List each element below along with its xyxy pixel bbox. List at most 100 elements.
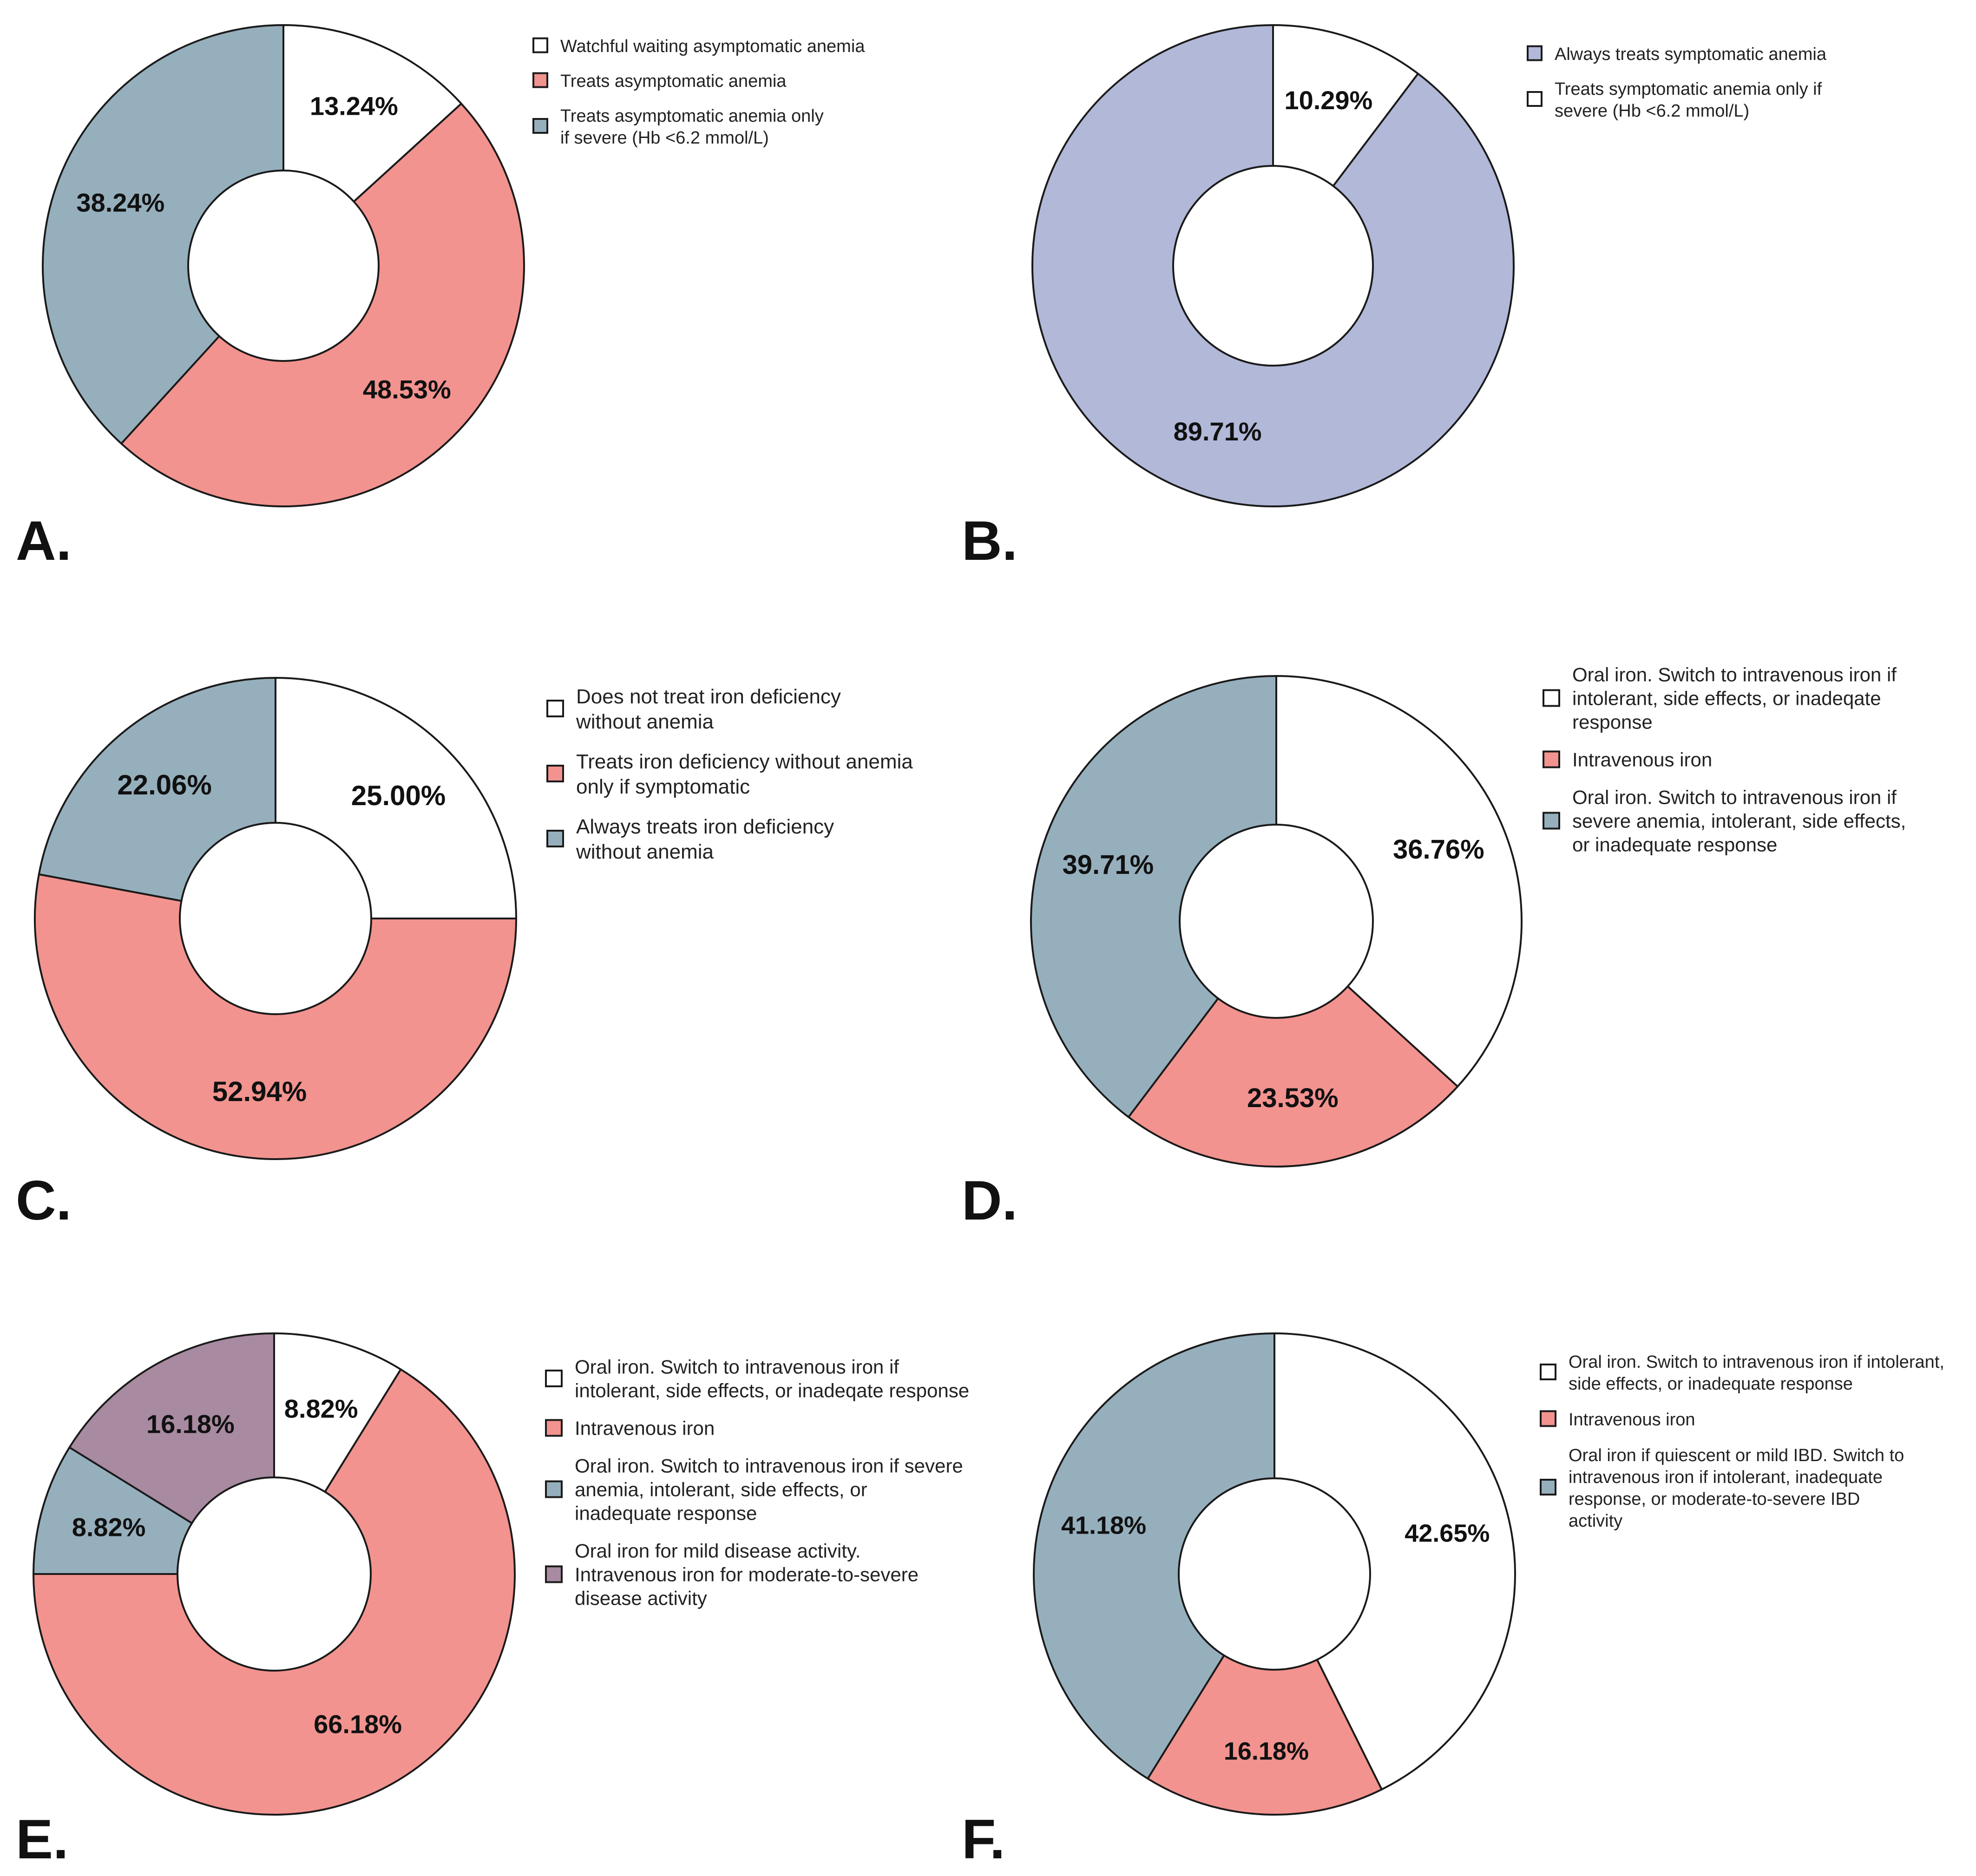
legend-swatch — [546, 700, 564, 717]
legend-swatch — [545, 1565, 563, 1583]
slice-value-label: 41.18% — [1061, 1512, 1146, 1540]
legend: Oral iron. Switch to intravenous iron if… — [545, 1356, 969, 1609]
legend-swatch — [545, 1370, 563, 1387]
chart-panel-5: 8.82%66.18%8.82%16.18%Oral iron. Switch … — [16, 1332, 969, 1870]
legend-label: Oral iron. Switch to intravenous iron if — [1572, 664, 1897, 686]
panel-letter: F. — [962, 1808, 1005, 1870]
pie-slice — [1147, 1573, 1383, 1816]
legend-swatch — [532, 72, 548, 88]
legend-swatch — [1540, 1364, 1556, 1380]
pie-slice — [1033, 1332, 1275, 1780]
legend-label: Oral iron. Switch to intravenous iron if… — [575, 1455, 963, 1477]
slice-value-label: 38.24% — [76, 188, 164, 217]
legend-label: Oral iron. Switch to intravenous iron if… — [1569, 1352, 1944, 1372]
slice-value-label: 25.00% — [351, 780, 446, 811]
legend-swatch — [1540, 1410, 1556, 1427]
pie-slice — [34, 873, 517, 1160]
legend-label: Intravenous iron for moderate-to-severe — [575, 1564, 919, 1586]
donut-hole — [187, 170, 380, 362]
legend-label: Intravenous iron — [1569, 1410, 1695, 1430]
legend-label: Oral iron for mild disease activity. — [575, 1540, 860, 1562]
slice-value-label: 42.65% — [1405, 1520, 1490, 1548]
chart-panel-1: 13.24% 48.53% 38.24% Watchful waiting asymp… — [16, 24, 865, 572]
legend-label: Always treats symptomatic anemia — [1555, 45, 1827, 64]
slice-value-label: 13.24% — [310, 92, 398, 121]
pie-slice — [1030, 675, 1277, 1118]
legend-swatch — [532, 118, 548, 134]
legend-label: Oral iron. Switch to intravenous iron if — [575, 1356, 899, 1378]
legend-label: intolerant, side effects, or inadeqate r… — [575, 1380, 969, 1402]
slice-value-label: 52.94% — [212, 1076, 307, 1107]
legend-label: Oral iron if quiescent or mild IBD. Swit… — [1569, 1446, 1904, 1465]
legend-label: intolerant, side effects, or inadeqate — [1572, 688, 1881, 709]
slice-value-label: 16.18% — [1224, 1738, 1309, 1765]
pie-slice — [1127, 920, 1459, 1168]
slice-value-label: 89.71% — [1174, 417, 1262, 446]
panel-letter: D. — [962, 1169, 1018, 1232]
legend-label: Treats asymptomatic anemia only — [560, 106, 824, 126]
donut-hole — [177, 1476, 372, 1672]
legend-label: activity — [1569, 1511, 1622, 1531]
chart-panel-4: 36.76% 23.53% 39.71% Oral iron. Switch to i… — [962, 664, 1906, 1232]
panel-letter: E. — [16, 1808, 68, 1870]
legend-label: Does not treat iron deficiency — [576, 685, 841, 708]
legend-label: side effects, or inadequate response — [1569, 1374, 1853, 1394]
legend-swatch — [546, 765, 564, 782]
legend-swatch — [545, 1480, 563, 1498]
legend: Watchful waiting asymptomatic anemiaTrea… — [532, 37, 865, 148]
legend-label: or inadequate response — [1572, 834, 1777, 856]
legend: Oral iron. Switch to intravenous iron if… — [1540, 1352, 1944, 1531]
slice-value-label: 23.53% — [1247, 1083, 1339, 1113]
legend: Oral iron. Switch to intravenous iron if… — [1543, 664, 1906, 856]
slice-value-label: 22.06% — [117, 769, 212, 800]
donut-hole — [1178, 1477, 1371, 1671]
pie-slice — [1275, 675, 1523, 1088]
legend-label: without anemia — [576, 840, 714, 863]
chart-panel-2: 10.29%89.71%Always treats symptomatic an… — [962, 24, 1827, 572]
panel-letter: A. — [16, 510, 72, 572]
legend-label: disease activity — [575, 1587, 707, 1609]
slice-value-label: 39.71% — [1062, 850, 1154, 880]
donut-hole — [1172, 165, 1374, 367]
slice-value-label: 8.82% — [284, 1394, 358, 1423]
donut-hole — [1179, 824, 1374, 1019]
legend-label: inadequate response — [575, 1502, 757, 1524]
legend-label: response — [1572, 711, 1653, 733]
slice-value-label: 48.53% — [363, 374, 451, 404]
legend-swatch — [1527, 45, 1543, 61]
legend-label: Oral iron. Switch to intravenous iron if — [1572, 787, 1897, 808]
legend-label: without anemia — [576, 710, 714, 733]
legend-label: only if symptomatic — [576, 775, 750, 798]
legend-label: Treats asymptomatic anemia — [560, 72, 787, 91]
legend-swatch — [1527, 91, 1543, 107]
legend-label: response, or moderate-to-severe IBD — [1569, 1489, 1860, 1509]
legend-swatch — [1543, 750, 1560, 768]
slice-value-label: 36.76% — [1393, 834, 1484, 865]
legend-label: Intravenous iron — [575, 1417, 715, 1439]
legend-label: Treats iron deficiency without anemia — [576, 750, 913, 773]
panel-letter: C. — [16, 1169, 72, 1232]
pie-slice — [42, 24, 284, 445]
slice-value-label: 66.18% — [314, 1710, 402, 1739]
legend-label: Intravenous iron — [1572, 749, 1712, 771]
legend-label: if severe (Hb <6.2 mmol/L) — [560, 128, 769, 148]
legend-label: Treats symptomatic anemia only if — [1555, 79, 1822, 99]
donut-hole — [179, 822, 372, 1015]
chart-panel-3: 25.00% 52.94% 22.06% Does not treat iron de… — [16, 677, 913, 1232]
legend-swatch — [1543, 812, 1560, 830]
panel-letter: B. — [962, 510, 1018, 572]
legend-label: intravenous iron if intolerant, inadequa… — [1569, 1468, 1883, 1487]
legend-label: severe anemia, intolerant, side effects, — [1572, 810, 1906, 832]
legend-swatch — [546, 830, 564, 847]
legend-label: severe (Hb <6.2 mmol/L) — [1555, 101, 1749, 121]
pie-slice — [1274, 1332, 1516, 1791]
slice-value-label: 16.18% — [146, 1409, 235, 1438]
legend-swatch — [1543, 689, 1560, 707]
chart-panel-6: 42.65% 16.18% 41.18% Oral iron. Switch to i… — [962, 1332, 1944, 1870]
legend-label: Always treats iron deficiency — [576, 815, 834, 838]
legend-swatch — [532, 37, 548, 53]
legend-label: Watchful waiting asymptomatic anemia — [560, 37, 865, 56]
legend-swatch — [1540, 1479, 1556, 1496]
